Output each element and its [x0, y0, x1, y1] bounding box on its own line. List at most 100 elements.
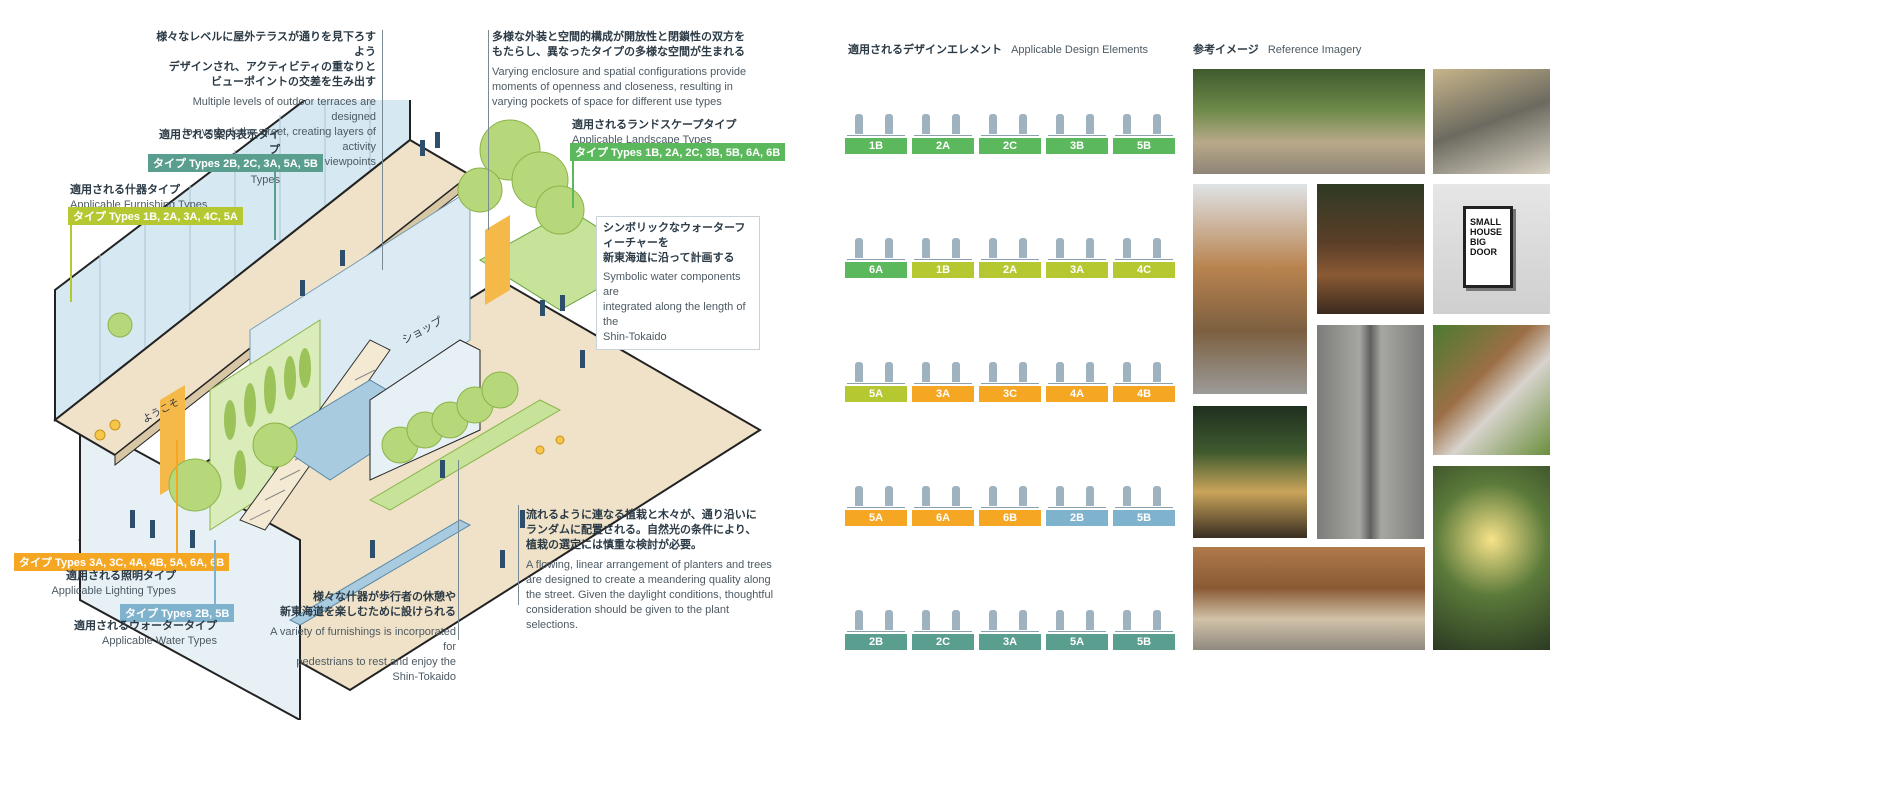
- design-elements-heading: 適用されるデザインエレメント Applicable Design Element…: [848, 41, 1148, 57]
- leader-landscape: [572, 158, 574, 208]
- callout-furnishings: 様々な什器が歩行者の休憩や 新東海道を楽しむために設けられる A variety…: [270, 590, 456, 685]
- element-figure: [1086, 610, 1094, 630]
- sign-text: SMALL HOUSE BIG DOOR: [1470, 217, 1503, 257]
- element-figure: [1056, 114, 1064, 134]
- element-code-label: 5A: [1046, 634, 1108, 650]
- element-figure: [855, 238, 863, 258]
- element-code-label: 2A: [912, 138, 974, 154]
- element-code-label: 5B: [1113, 634, 1175, 650]
- reference-title-en: Reference Imagery: [1267, 44, 1362, 56]
- element-ground-line: [914, 135, 972, 136]
- element-ground-line: [1048, 259, 1106, 260]
- design-element-2a: 2A: [912, 76, 974, 154]
- design-element-6a: 6A: [912, 448, 974, 526]
- design-element-1b: 1B: [845, 76, 907, 154]
- element-code-label: 3B: [1046, 138, 1108, 154]
- element-figure: [922, 362, 930, 382]
- design-element-3a: 3A: [979, 572, 1041, 650]
- reference-photo-plaza: [1193, 69, 1425, 174]
- element-figure: [885, 610, 893, 630]
- design-element-2b: 2B: [1046, 448, 1108, 526]
- element-figure: [1019, 486, 1027, 506]
- element-figure: [922, 238, 930, 258]
- water-feature-jp: シンボリックなウォーターフィーチャーを 新東海道に沿って計画する: [603, 222, 746, 264]
- reference-photo-water-channel: [1317, 325, 1424, 539]
- element-ground-line: [1048, 507, 1106, 508]
- element-figure: [1123, 610, 1131, 630]
- element-code-label: 2A: [979, 262, 1041, 278]
- element-figure: [989, 362, 997, 382]
- element-figure: [1123, 486, 1131, 506]
- design-elements-title-en: Applicable Design Elements: [1011, 44, 1149, 56]
- element-figure: [1019, 610, 1027, 630]
- element-code-label: 4B: [1113, 386, 1175, 402]
- furnishings-en: A variety of furnishings is incorporated…: [270, 626, 456, 683]
- element-figure: [1019, 238, 1027, 258]
- element-figure: [1086, 114, 1094, 134]
- element-code-label: 5A: [845, 386, 907, 402]
- design-element-5b: 5B: [1113, 448, 1175, 526]
- element-code-label: 4A: [1046, 386, 1108, 402]
- wayfinding-jp: 適用される案内表示タイプ: [159, 129, 280, 156]
- element-code-label: 2C: [979, 138, 1041, 154]
- element-ground-line: [1048, 383, 1106, 384]
- lighting-en: Applicable Lighting Types: [51, 585, 176, 597]
- planters-jp: 流れるように連なる植栽と木々が、通り沿いに ランダムに配置される。自然光の条件に…: [526, 509, 757, 551]
- callout-enclosure-jp: 多様な外装と空間的構成が開放性と閉鎖性の双方を もたらし、異なったタイプの多様な…: [492, 31, 745, 58]
- lighting-tag: タイプ Types 3A, 3C, 4A, 4B, 5A, 6A, 6B: [14, 553, 230, 571]
- callout-enclosure: 多様な外装と空間的構成が開放性と閉鎖性の双方を もたらし、異なったタイプの多様な…: [492, 30, 772, 110]
- lighting-jp: 適用される照明タイプ: [66, 570, 176, 582]
- design-element-3a: 3A: [912, 324, 974, 402]
- landscape-jp: 適用されるランドスケープタイプ: [572, 119, 737, 131]
- furnishing-tag: タイプ Types 1B, 2A, 3A, 4C, 5A: [68, 207, 243, 225]
- design-element-5a: 5A: [1046, 572, 1108, 650]
- element-ground-line: [1048, 631, 1106, 632]
- landscape-tag: タイプ Types 1B, 2A, 2C, 3B, 5B, 6A, 6B: [570, 143, 786, 161]
- element-figure: [1056, 486, 1064, 506]
- element-code-label: 5A: [845, 510, 907, 526]
- reference-heading: 参考イメージ Reference Imagery: [1193, 41, 1361, 57]
- reference-photo-night-walk: [1317, 184, 1424, 314]
- element-figure: [922, 114, 930, 134]
- reference-photo-water-court: [1433, 69, 1550, 174]
- design-element-6b: 6B: [979, 448, 1041, 526]
- element-ground-line: [981, 631, 1039, 632]
- element-ground-line: [914, 631, 972, 632]
- element-code-label: 2B: [1046, 510, 1108, 526]
- design-element-5b: 5B: [1113, 572, 1175, 650]
- element-figure: [885, 114, 893, 134]
- reference-photo-light-bench: [1193, 406, 1307, 538]
- element-code-label: 1B: [912, 262, 974, 278]
- leader-enclosure: [488, 30, 489, 230]
- element-figure: [1153, 486, 1161, 506]
- reference-photo-seating: [1193, 547, 1425, 650]
- element-code-label: 3A: [912, 386, 974, 402]
- element-figure: [989, 610, 997, 630]
- design-element-3b: 3B: [1046, 76, 1108, 154]
- small-house-big-door-sign: SMALL HOUSE BIG DOOR: [1463, 206, 1513, 288]
- element-figure: [1123, 238, 1131, 258]
- element-ground-line: [914, 507, 972, 508]
- element-ground-line: [981, 383, 1039, 384]
- water-en: Applicable Water Types: [102, 635, 217, 647]
- element-ground-line: [847, 631, 905, 632]
- element-figure: [885, 362, 893, 382]
- reference-photo-lights-canopy: [1433, 466, 1550, 650]
- leader-lighting: [176, 440, 178, 554]
- element-ground-line: [1115, 631, 1173, 632]
- callout-water-feature: シンボリックなウォーターフィーチャーを 新東海道に沿って計画する Symboli…: [596, 216, 760, 350]
- design-element-2c: 2C: [979, 76, 1041, 154]
- element-figure: [855, 610, 863, 630]
- element-figure: [952, 362, 960, 382]
- element-ground-line: [981, 259, 1039, 260]
- element-code-label: 3A: [979, 634, 1041, 650]
- element-figure: [1086, 486, 1094, 506]
- element-figure: [1153, 238, 1161, 258]
- callout-terraces-jp: 様々なレベルに屋外テラスが通りを見下ろすよう デザインされ、アクティビティの重な…: [156, 31, 376, 88]
- design-element-2a: 2A: [979, 200, 1041, 278]
- design-element-1b: 1B: [912, 200, 974, 278]
- design-element-4a: 4A: [1046, 324, 1108, 402]
- element-figure: [885, 238, 893, 258]
- element-figure: [855, 486, 863, 506]
- design-element-6a: 6A: [845, 200, 907, 278]
